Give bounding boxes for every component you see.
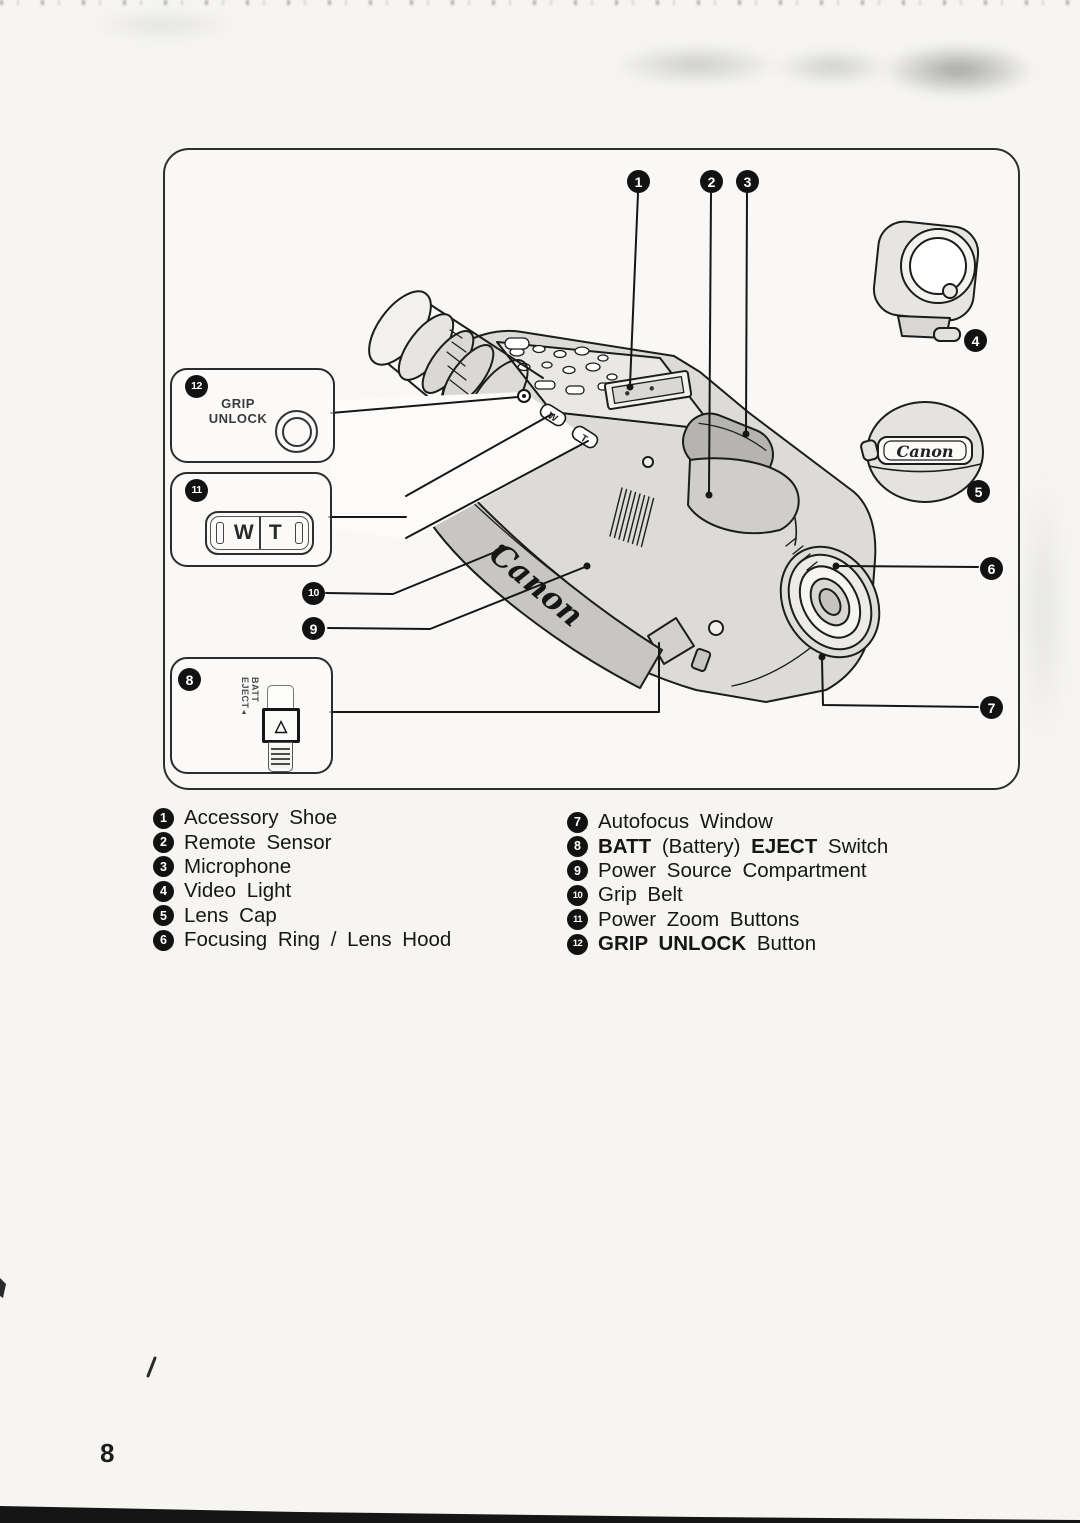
callout-10: 10 bbox=[302, 582, 325, 605]
legend-badge-4: 4 bbox=[153, 880, 174, 902]
legend-badge-9: 9 bbox=[567, 860, 588, 882]
inset-power-zoom: 11 W T bbox=[170, 472, 332, 567]
scan-smudge bbox=[1020, 470, 1066, 750]
rocker-pip-left bbox=[216, 522, 224, 544]
grip-unlock-button bbox=[275, 410, 318, 453]
callout-11: 11 bbox=[185, 479, 208, 502]
legend-item: 3 Microphone bbox=[153, 855, 451, 879]
legend-badge-2: 2 bbox=[153, 832, 174, 854]
grip-label-line2: UNLOCK bbox=[208, 411, 268, 426]
legend-text: Remote Sensor bbox=[184, 830, 332, 854]
bottom-scan-band bbox=[0, 1506, 1080, 1523]
inset-batt-eject: 8 BATT EJECT◄ △ bbox=[170, 657, 333, 774]
legend-badge-12: 12 bbox=[567, 933, 588, 955]
zoom-rocker-inner: W T bbox=[210, 516, 309, 550]
batt-label-line1: BATT bbox=[250, 677, 260, 703]
scan-smudge bbox=[88, 8, 238, 42]
legend-item: 8 BATT (Battery) EJECT Switch bbox=[567, 834, 888, 858]
legend-badge-3: 3 bbox=[153, 856, 174, 878]
scan-smudge bbox=[772, 48, 892, 86]
legend-item: 1 Accessory Shoe bbox=[153, 806, 451, 830]
legend-badge-7: 7 bbox=[567, 811, 588, 833]
legend-badge-11: 11 bbox=[567, 909, 588, 931]
callout-9: 9 bbox=[302, 617, 325, 640]
switch-track bbox=[266, 685, 294, 709]
callout-7: 7 bbox=[980, 696, 1003, 719]
legend-item: 10 Grip Belt bbox=[567, 883, 888, 907]
legend-item: 12 GRIP UNLOCK Button bbox=[567, 932, 888, 956]
legend-badge-10: 10 bbox=[567, 884, 588, 906]
legend-text: GRIP UNLOCK Button bbox=[598, 932, 817, 956]
legend-text: Lens Cap bbox=[184, 903, 277, 927]
legend-item: 9 Power Source Compartment bbox=[567, 859, 888, 883]
legend-right-column: 7 Autofocus Window 8 BATT (Battery) EJECT … bbox=[567, 810, 888, 956]
inset-grip-unlock: 12 GRIP UNLOCK bbox=[170, 368, 335, 463]
scan-smudge bbox=[878, 42, 1038, 98]
callout-3: 3 bbox=[736, 170, 759, 193]
batt-eject-switch: △ bbox=[262, 685, 300, 772]
legend-item: 5 Lens Cap bbox=[153, 904, 451, 928]
zoom-tele-button: T bbox=[258, 517, 291, 549]
arrow-left-icon: ◄ bbox=[240, 708, 247, 716]
legend-item: 6 Focusing Ring / Lens Hood bbox=[153, 928, 451, 952]
stray-slash-mark bbox=[146, 1356, 157, 1378]
legend-left-column: 1 Accessory Shoe 2 Remote Sensor 3 Micropho… bbox=[153, 806, 451, 952]
grip-unlock-button-inner bbox=[281, 416, 312, 447]
page-number: 8 bbox=[100, 1438, 115, 1468]
callout-1: 1 bbox=[627, 170, 650, 193]
scan-smudge bbox=[612, 44, 782, 86]
legend-text: Grip Belt bbox=[598, 883, 683, 907]
rocker-pip-right bbox=[295, 522, 303, 544]
legend-text: Video Light bbox=[184, 879, 292, 903]
legend-text: Focusing Ring / Lens Hood bbox=[184, 928, 452, 952]
callout-8: 8 bbox=[178, 668, 201, 691]
zoom-wide-button: W bbox=[233, 521, 254, 544]
callout-4: 4 bbox=[964, 329, 987, 352]
grip-unlock-label: GRIP UNLOCK bbox=[202, 396, 274, 426]
legend-item: 11 Power Zoom Buttons bbox=[567, 908, 888, 932]
legend-badge-5: 5 bbox=[153, 905, 174, 927]
legend-badge-8: 8 bbox=[567, 836, 588, 858]
batt-eject-label: BATT EJECT◄ bbox=[216, 677, 260, 721]
legend-text: Power Zoom Buttons bbox=[598, 907, 800, 931]
legend-text: Autofocus Window bbox=[598, 810, 773, 834]
callout-6: 6 bbox=[980, 557, 1003, 580]
switch-knob: △ bbox=[262, 708, 300, 743]
zoom-rocker: W T bbox=[205, 511, 314, 555]
legend-badge-1: 1 bbox=[153, 807, 174, 829]
legend-text: Accessory Shoe bbox=[184, 806, 338, 830]
grip-label-line1: GRIP bbox=[221, 396, 255, 411]
scan-edge-noise bbox=[0, 0, 1080, 5]
legend-text: BATT (Battery) EJECT Switch bbox=[598, 834, 889, 858]
edge-mark bbox=[0, 1278, 6, 1298]
legend-item: 2 Remote Sensor bbox=[153, 830, 451, 854]
callout-12: 12 bbox=[185, 375, 208, 398]
legend-item: 4 Video Light bbox=[153, 879, 451, 903]
legend-item: 7 Autofocus Window bbox=[567, 810, 888, 834]
legend-badge-6: 6 bbox=[153, 929, 174, 951]
eject-triangle-icon: △ bbox=[274, 717, 288, 735]
switch-grip bbox=[267, 742, 293, 772]
legend-text: Microphone bbox=[184, 854, 292, 878]
callout-5: 5 bbox=[967, 480, 990, 503]
callout-2: 2 bbox=[700, 170, 723, 193]
batt-label-line2: EJECT◄ bbox=[240, 677, 250, 716]
legend-text: Power Source Compartment bbox=[598, 858, 867, 882]
